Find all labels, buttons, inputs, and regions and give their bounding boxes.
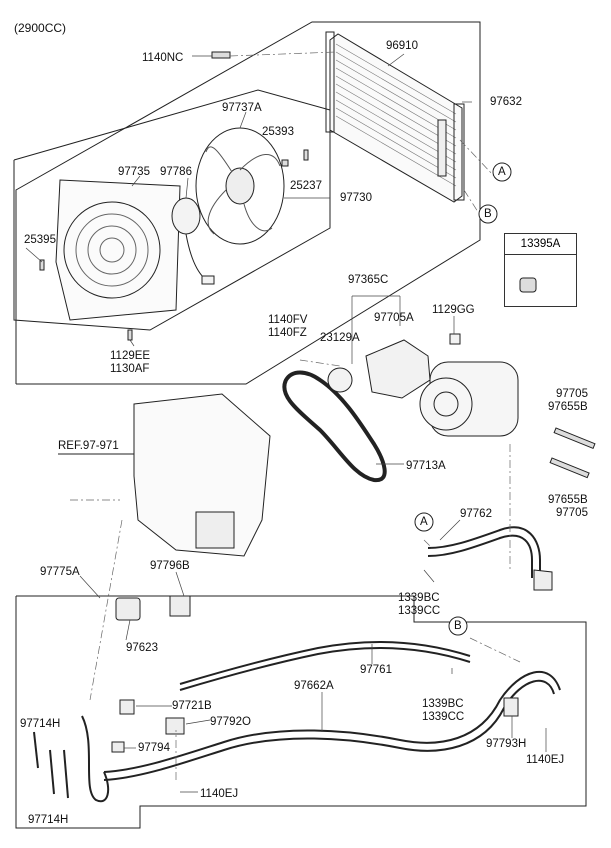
part-label: 97761 bbox=[360, 664, 392, 676]
part-label: 97796B bbox=[150, 560, 190, 572]
clip-25393 bbox=[281, 159, 289, 167]
callout-b-top bbox=[478, 204, 498, 224]
part-label: 1129GG bbox=[432, 304, 475, 316]
part-label: 1339BC bbox=[422, 698, 464, 710]
fan-blade-97737A bbox=[195, 127, 285, 245]
part-label: 25237 bbox=[290, 180, 322, 192]
bolt-97714H-c bbox=[63, 749, 69, 799]
part-label: 97721B bbox=[172, 700, 212, 712]
callout-a-top-label: A bbox=[498, 166, 506, 178]
page-title: (2900CC) bbox=[14, 21, 67, 35]
bracket-97796B bbox=[169, 595, 191, 617]
callout-a-bottom-label: A bbox=[420, 516, 428, 528]
ac-compressor bbox=[419, 361, 519, 437]
upper-assembly-frame bbox=[15, 21, 481, 385]
part-label: 96910 bbox=[386, 40, 418, 52]
bolt-1129EE bbox=[127, 329, 133, 341]
part-label: 97713A bbox=[406, 460, 446, 472]
callout-a-top bbox=[492, 162, 512, 182]
part-box-label: 13395A bbox=[505, 234, 576, 255]
part-label: 97365C bbox=[348, 274, 389, 286]
fan-shroud-97735 bbox=[55, 179, 181, 321]
part-label: 97632 bbox=[490, 96, 522, 108]
suction-hose-97762 bbox=[427, 526, 553, 591]
ref-label: REF.97-971 bbox=[58, 440, 119, 452]
part-label: 1129EE bbox=[110, 350, 151, 362]
bolt-97714H-b bbox=[49, 749, 55, 795]
part-label: 97705A bbox=[374, 312, 414, 324]
clip-25237 bbox=[303, 149, 309, 161]
bolt-97714H-a bbox=[33, 731, 39, 769]
part-label: 97705 bbox=[556, 507, 588, 519]
condenser-97632 bbox=[325, 31, 465, 203]
part-label: 23129A bbox=[320, 332, 360, 344]
part-label: 97735 bbox=[118, 166, 150, 178]
part-label: 97737A bbox=[222, 102, 262, 114]
callout-b-top-label: B bbox=[484, 208, 492, 220]
callout-b-bottom bbox=[448, 616, 468, 636]
part-label: 25395 bbox=[24, 234, 56, 246]
nut-13395A bbox=[519, 277, 537, 293]
callout-b-bottom-label: B bbox=[454, 620, 462, 632]
bolt-1140NC bbox=[211, 51, 231, 59]
bolt-25395 bbox=[39, 259, 45, 271]
part-label: 1140FZ bbox=[268, 327, 307, 339]
part-label: 97762 bbox=[460, 508, 492, 520]
hvac-housing bbox=[133, 393, 271, 557]
part-label: 97730 bbox=[340, 192, 372, 204]
part-label: 97655B bbox=[548, 494, 588, 506]
part-label: 97623 bbox=[126, 642, 158, 654]
expansion-valve-97623 bbox=[115, 597, 141, 621]
bolt-97705-top bbox=[553, 427, 596, 450]
part-label: 97792O bbox=[210, 716, 251, 728]
part-label: 1140FV bbox=[268, 314, 308, 326]
part-label: 1339CC bbox=[398, 605, 441, 617]
part-label: 1339CC bbox=[422, 711, 465, 723]
part-label: 1339BC bbox=[398, 592, 440, 604]
bracket-97793H bbox=[503, 697, 519, 717]
bolt-97655B bbox=[549, 457, 590, 479]
liquid-tube-97761 bbox=[81, 640, 471, 803]
drive-belt-97713A bbox=[282, 370, 387, 483]
part-label: 25393 bbox=[262, 126, 294, 138]
part-label: 97794 bbox=[138, 742, 170, 754]
callout-a-bottom bbox=[414, 512, 434, 532]
part-label: 97655B bbox=[548, 401, 588, 413]
part-label: 1140EJ bbox=[200, 788, 239, 800]
clip-97794 bbox=[111, 741, 125, 753]
part-label: 97714H bbox=[28, 814, 69, 826]
part-box-13395a: 13395A bbox=[504, 233, 577, 307]
part-label: 97662A bbox=[294, 680, 334, 692]
fan-assembly-frame bbox=[13, 89, 331, 331]
part-label: 97775A bbox=[40, 566, 80, 578]
fan-motor-97786 bbox=[171, 197, 215, 285]
discharge-hose-97662A bbox=[103, 670, 561, 781]
part-label: 97793H bbox=[486, 738, 527, 750]
fitting-97721B bbox=[119, 699, 135, 715]
part-label: 97714H bbox=[20, 718, 61, 730]
part-label: 97705 bbox=[556, 388, 588, 400]
part-label: 1140NC bbox=[142, 52, 184, 64]
part-label: 1140EJ bbox=[526, 754, 565, 766]
lower-assembly-frame bbox=[15, 595, 587, 829]
part-label: 97786 bbox=[160, 166, 192, 178]
clip-97792O bbox=[165, 717, 185, 735]
part-label: 1130AF bbox=[110, 363, 150, 375]
